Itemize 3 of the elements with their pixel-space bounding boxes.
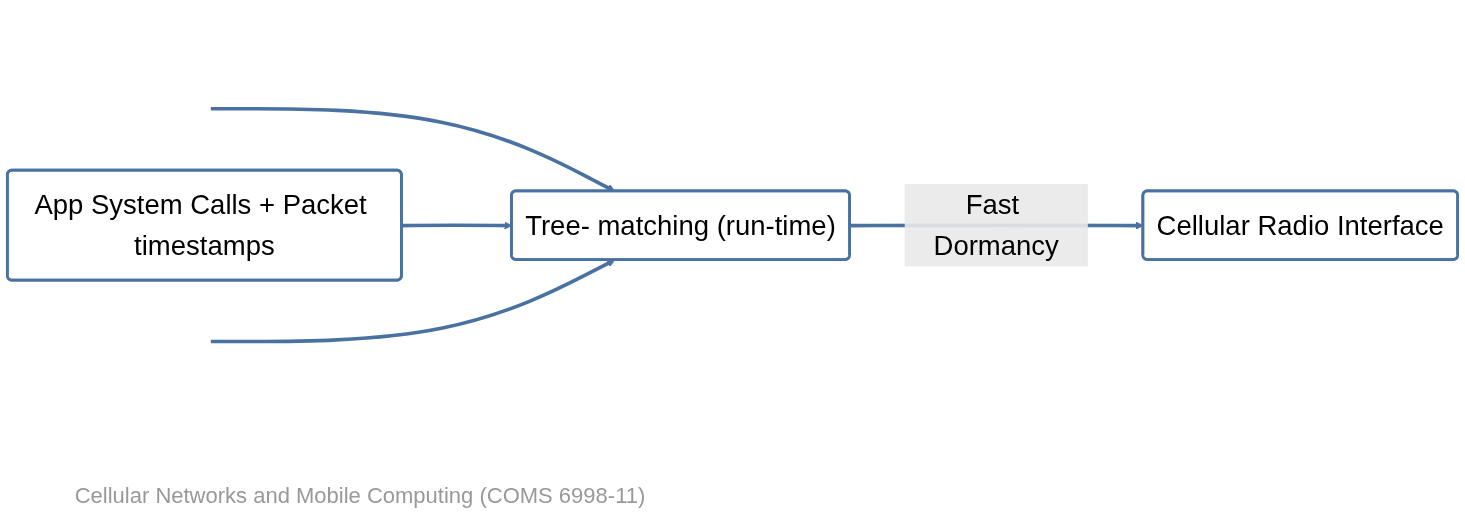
arrow	[210, 259, 616, 344]
footer-note: Cellular Networks and Mobile Computing (COMS 6998-11)	[73, 483, 647, 509]
edge-label: Fast Dormancy	[933, 189, 1059, 261]
